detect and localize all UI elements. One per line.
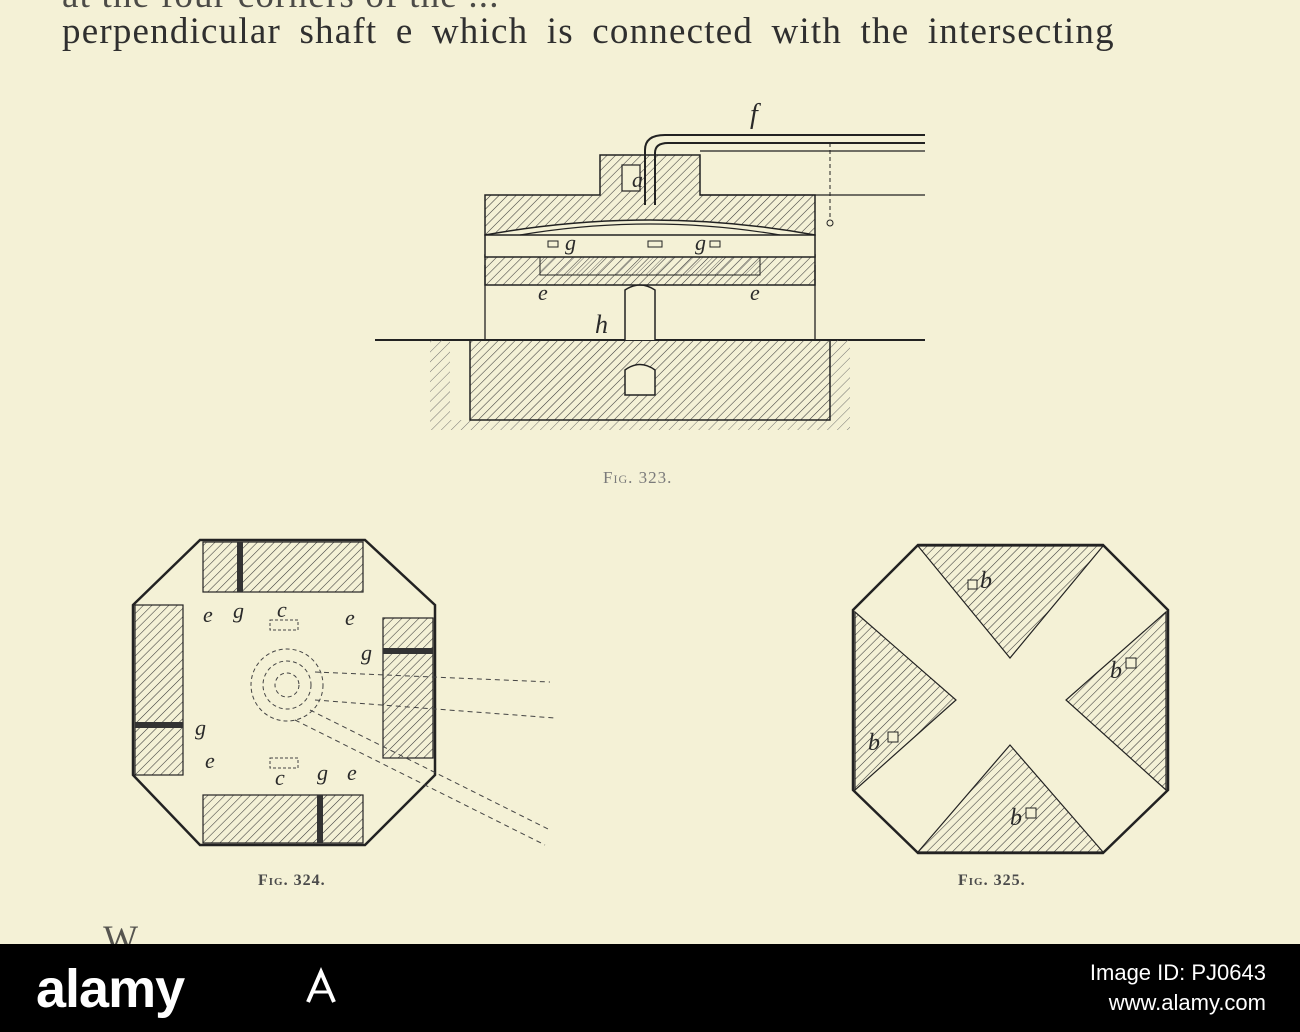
text-line-bottom: ... W ... ... ... ... ... ... ... ... ..…	[62, 919, 557, 944]
label-a: a	[632, 167, 643, 192]
text-line-main: perpendicular shaft e which is connected…	[62, 11, 1115, 52]
label-h: h	[595, 310, 608, 339]
scanned-page: at the four corners of the ... perpendic…	[0, 0, 1300, 944]
label-b-bottom: b	[1010, 805, 1022, 831]
label-b-right: b	[1110, 658, 1122, 684]
label-e-bottom-right: e	[347, 760, 357, 785]
caption-fig-324: Fig. 324.	[258, 872, 326, 889]
image-id-label: Image ID: PJ0643	[1089, 960, 1266, 985]
label-e-top-left: e	[203, 602, 213, 627]
label-e-top-right: e	[345, 605, 355, 630]
label-b-top: b	[980, 568, 992, 594]
caption-fig-323: Fig. 323.	[603, 468, 673, 487]
label-e-right: e	[750, 280, 760, 305]
site-link[interactable]: www.alamy.com	[1108, 990, 1266, 1015]
brand-logo[interactable]: alamy	[36, 959, 185, 1019]
label-g-right: g	[695, 230, 706, 255]
figure-323: f a g g e e h	[375, 99, 925, 430]
watermark-footer	[0, 944, 1300, 1032]
caption-fig-325: Fig. 325.	[958, 872, 1026, 889]
brand-mark-icon	[306, 966, 336, 1003]
label-c-bottom: c	[275, 765, 285, 790]
label-g-top-left: g	[233, 598, 244, 623]
label-g-left: g	[565, 230, 576, 255]
label-b-left: b	[868, 730, 880, 756]
figure-325: b b b b	[851, 543, 1170, 855]
label-e-left: e	[538, 280, 548, 305]
figure-324: e g c e g g e c g e	[131, 538, 556, 847]
label-g-right: g	[361, 640, 372, 665]
text-line-top: at the four corners of the ...	[62, 0, 500, 17]
label-c-top: c	[277, 597, 287, 622]
label-f: f	[750, 99, 761, 130]
label-e-bottom-left: e	[205, 748, 215, 773]
label-g-bottom-right: g	[317, 760, 328, 785]
label-g-left: g	[195, 715, 206, 740]
